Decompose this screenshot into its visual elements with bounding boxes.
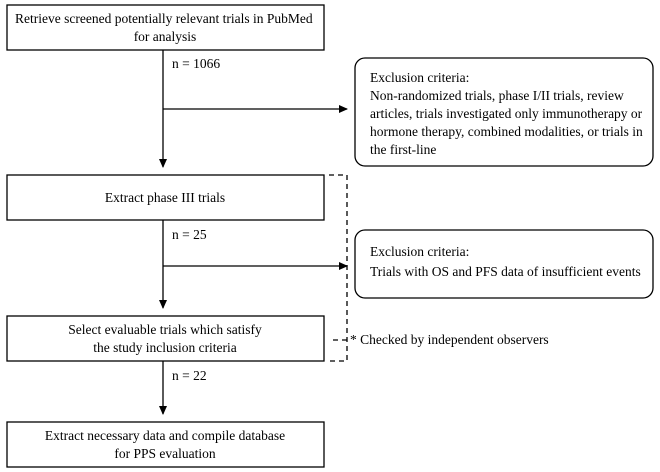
retrieve-line1: Retrieve screened potentially relevant t… xyxy=(15,11,313,26)
extract-data-line2: for PPS evaluation xyxy=(114,446,215,461)
exclusion2-box xyxy=(354,229,654,299)
exclusion1-box xyxy=(354,57,654,167)
exclusion2-line: Trials with OS and PFS data of insuffici… xyxy=(370,264,641,279)
extract-phase3-box xyxy=(6,174,325,221)
exclusion1-line: the first-line xyxy=(370,142,436,157)
observer-note: * Checked by independent observers xyxy=(350,332,549,347)
select-box xyxy=(6,315,325,362)
retrieve-box xyxy=(6,4,325,51)
select-line2: the study inclusion criteria xyxy=(93,340,237,355)
count-22: n = 22 xyxy=(172,368,207,383)
retrieve-line2: for analysis xyxy=(134,29,197,44)
exclusion2-title: Exclusion criteria: xyxy=(370,244,469,259)
observer-bracket xyxy=(329,174,348,362)
extract-data-box xyxy=(6,421,325,468)
exclusion1-line: Non-randomized trials, phase I/II trials… xyxy=(370,88,624,103)
select-line1: Select evaluable trials which satisfy xyxy=(68,322,262,337)
count-25: n = 25 xyxy=(172,227,207,242)
count-1066: n = 1066 xyxy=(172,56,220,71)
exclusion1-line: articles, trials investigated only immun… xyxy=(370,106,643,121)
extract-phase3-label: Extract phase III trials xyxy=(105,190,225,205)
exclusion1-line: hormone therapy, combined modalities, or… xyxy=(370,124,643,139)
extract-data-line1: Extract necessary data and compile datab… xyxy=(45,428,285,443)
exclusion1-title: Exclusion criteria: xyxy=(370,70,469,85)
